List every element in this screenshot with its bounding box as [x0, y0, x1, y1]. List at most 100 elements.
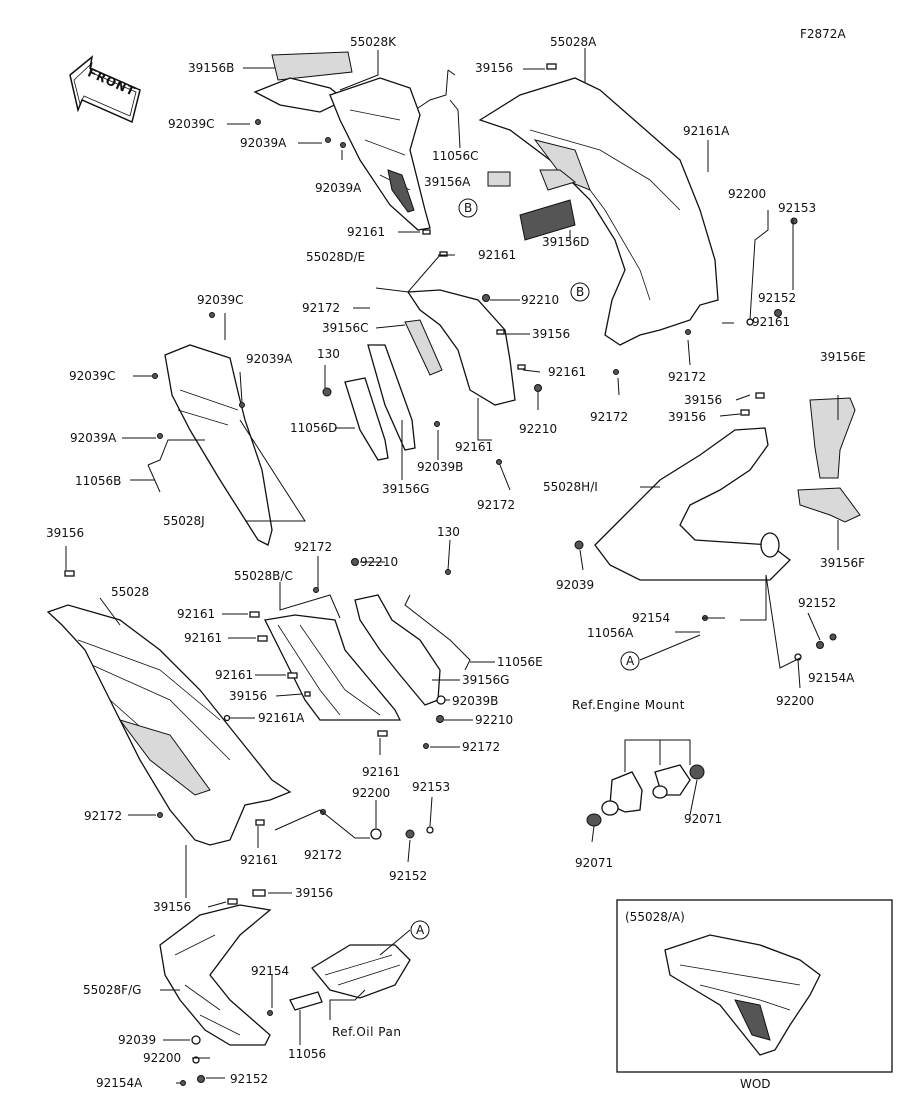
part-label: 92172: [462, 740, 500, 754]
part-label: 11056D: [290, 421, 337, 435]
part-label: 39156: [668, 410, 706, 424]
part-label: 92172: [477, 498, 515, 512]
part-label: 92039C: [197, 293, 244, 307]
part-label: Ref.Oil Pan: [332, 1025, 401, 1039]
part-label: 92039A: [315, 181, 362, 195]
part-label: 92152: [798, 596, 836, 610]
part-label: 92161: [752, 315, 790, 329]
part-label: 39156G: [382, 482, 429, 496]
part-label: 11056: [288, 1047, 326, 1061]
callout-B-top: B: [458, 198, 478, 218]
part-label: 92071: [575, 856, 613, 870]
figure-code: F2872A: [800, 27, 846, 41]
part-label: 92161: [362, 765, 400, 779]
oil-pan: [289, 944, 411, 1011]
part-label: 92210: [519, 422, 557, 436]
part-label: 92039C: [69, 369, 116, 383]
part-label: 92154: [251, 964, 289, 978]
part-label: 39156: [153, 900, 191, 914]
bellypan-55028FG: [159, 904, 272, 1046]
part-label: 92161: [347, 225, 385, 239]
panel-55028J: [147, 344, 273, 546]
callout-A-bottom: A: [410, 920, 430, 940]
part-label: 92039B: [417, 460, 463, 474]
part-label: 92172: [304, 848, 342, 862]
part-label: 39156B: [188, 61, 234, 75]
callout-A-right: A: [620, 651, 640, 671]
part-label: 39156: [295, 886, 333, 900]
part-label: 39156: [532, 327, 570, 341]
part-label: 92153: [778, 201, 816, 215]
part-label: 55028B/C: [234, 569, 293, 583]
part-label: 55028K: [350, 35, 397, 49]
part-label: 39156: [229, 689, 267, 703]
leader-lines: [65, 48, 839, 1084]
part-label: 39156: [46, 526, 84, 540]
part-label: 92161: [184, 631, 222, 645]
part-label: 39156: [684, 393, 722, 407]
part-label: 92210: [475, 713, 513, 727]
callout-B-top-label: B: [464, 201, 472, 215]
part-label: 92161: [478, 248, 516, 262]
part-labels: 39156B 55028K 92039C 92039A 92039A 11056…: [46, 35, 866, 1090]
part-label: 92152: [389, 869, 427, 883]
part-label: 92172: [294, 540, 332, 554]
part-label: 92200: [776, 694, 814, 708]
part-label: 92071: [684, 812, 722, 826]
part-label: 92161A: [683, 124, 730, 138]
inset-box: (55028/A) WOD: [616, 899, 893, 1091]
part-label: 55028J: [163, 514, 205, 528]
part-label: 92161: [215, 668, 253, 682]
panel-55028HI: [594, 397, 861, 581]
callout-B-right-label: B: [576, 285, 584, 299]
part-label: 92039: [118, 1033, 156, 1047]
part-label: 39156A: [424, 175, 471, 189]
part-label: 92200: [143, 1051, 181, 1065]
inset-caption: WOD: [740, 1077, 771, 1091]
part-label: 92039A: [246, 352, 293, 366]
front-arrow-icon: FRONT: [69, 55, 141, 124]
cowling-55028K: [253, 51, 456, 231]
part-label: 92210: [521, 293, 559, 307]
part-label: 92154: [632, 611, 670, 625]
part-label: 92161: [240, 853, 278, 867]
part-label: 92039: [556, 578, 594, 592]
part-label: 92172: [668, 370, 706, 384]
inset-title: (55028/A): [625, 910, 685, 924]
part-label: 92039A: [70, 431, 117, 445]
part-label: 39156E: [820, 350, 866, 364]
engine-mount: [586, 739, 705, 827]
part-label: 39156C: [322, 321, 369, 335]
callout-A-right-label: A: [626, 654, 635, 668]
part-label: 11056B: [75, 474, 121, 488]
panel-55028DE: [344, 289, 516, 461]
part-label: 92161: [548, 365, 586, 379]
part-label: 55028D/E: [306, 250, 365, 264]
part-label: 39156D: [542, 235, 589, 249]
part-label: 92152: [230, 1072, 268, 1086]
part-label: 92039A: [240, 136, 287, 150]
part-label: 92200: [352, 786, 390, 800]
part-label: 55028F/G: [83, 983, 141, 997]
part-label: 130: [317, 347, 340, 361]
part-label: 39156G: [462, 673, 509, 687]
part-label: 92154A: [96, 1076, 143, 1090]
part-label: 11056A: [587, 626, 634, 640]
part-label: 55028H/I: [543, 480, 598, 494]
cowl-55028: [46, 604, 292, 846]
part-label: 92153: [412, 780, 450, 794]
part-label: 92161A: [258, 711, 305, 725]
part-label: 11056E: [497, 655, 543, 669]
fairing-55028A: [478, 77, 719, 346]
callout-A-bottom-label: A: [416, 923, 425, 937]
part-label: 92161: [455, 440, 493, 454]
part-label: 92039B: [452, 694, 498, 708]
part-label: 92161: [177, 607, 215, 621]
part-label: 92039C: [168, 117, 215, 131]
part-label: Ref.Engine Mount: [572, 698, 685, 712]
part-label: 92172: [590, 410, 628, 424]
part-label: 92200: [728, 187, 766, 201]
part-label: 92172: [84, 809, 122, 823]
part-label: 39156: [475, 61, 513, 75]
